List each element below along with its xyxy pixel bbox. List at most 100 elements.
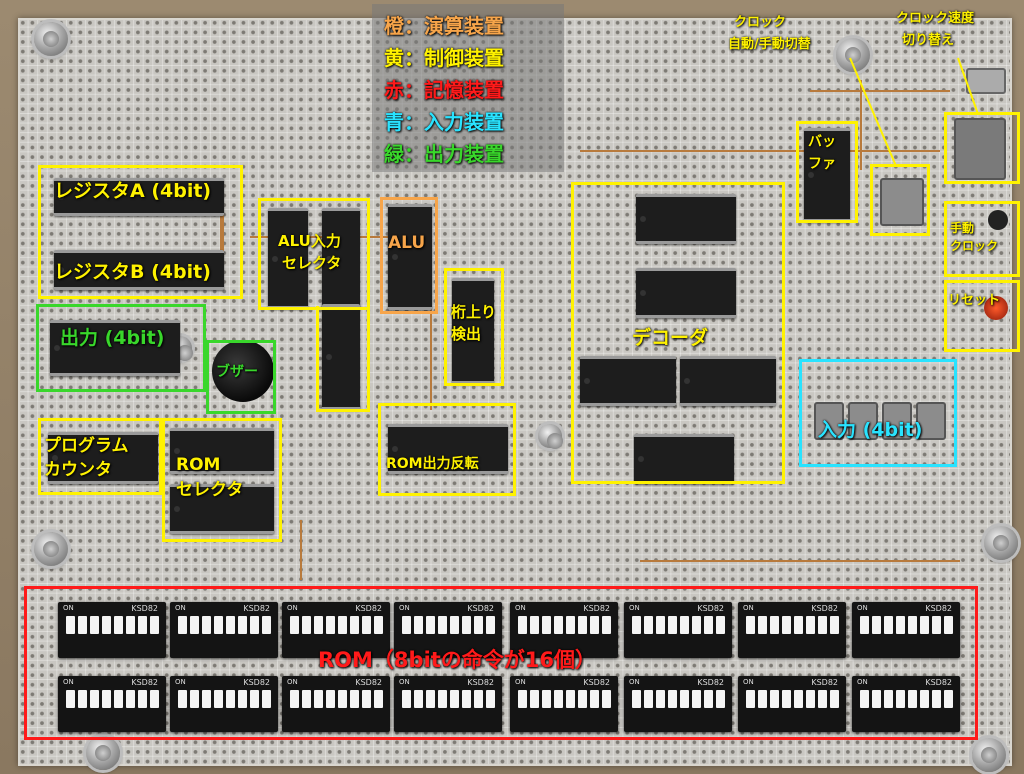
dip-toggle[interactable] [656, 616, 665, 634]
dip-toggle[interactable] [518, 690, 527, 708]
dip-toggle[interactable] [644, 616, 653, 634]
dip-toggle[interactable] [518, 616, 527, 634]
dip-toggle[interactable] [530, 616, 539, 634]
dip-toggle[interactable] [818, 690, 827, 708]
dip-toggle[interactable] [692, 690, 701, 708]
dip-toggle[interactable] [680, 690, 689, 708]
dip-toggle[interactable] [920, 616, 929, 634]
dip-toggle[interactable] [884, 616, 893, 634]
dip-toggle[interactable] [178, 690, 187, 708]
dip-toggle[interactable] [414, 616, 423, 634]
dip-toggle[interactable] [262, 690, 271, 708]
dip-toggle[interactable] [66, 690, 75, 708]
dip-toggle[interactable] [632, 690, 641, 708]
dip-toggle[interactable] [474, 690, 483, 708]
dip-toggle[interactable] [806, 690, 815, 708]
dip-toggle[interactable] [920, 690, 929, 708]
dip-toggle[interactable] [102, 616, 111, 634]
dip-toggle[interactable] [290, 616, 299, 634]
dip-toggle[interactable] [90, 690, 99, 708]
dip-toggle[interactable] [704, 690, 713, 708]
dip-toggle[interactable] [554, 690, 563, 708]
dip-toggle[interactable] [402, 616, 411, 634]
dip-toggle[interactable] [126, 616, 135, 634]
dip-toggle[interactable] [438, 616, 447, 634]
dip-toggle[interactable] [566, 616, 575, 634]
dip-toggle[interactable] [150, 616, 159, 634]
clock-mode-switch[interactable] [880, 178, 924, 226]
dip-toggle[interactable] [126, 690, 135, 708]
dip-toggle[interactable] [704, 616, 713, 634]
dip-toggle[interactable] [226, 616, 235, 634]
dip-toggle[interactable] [474, 616, 483, 634]
dip-toggle[interactable] [338, 690, 347, 708]
dip-toggle[interactable] [102, 690, 111, 708]
dip-toggle[interactable] [262, 616, 271, 634]
dip-toggle[interactable] [250, 616, 259, 634]
dip-toggle[interactable] [190, 690, 199, 708]
manual-clock-button[interactable] [988, 210, 1008, 230]
input-switch-1[interactable] [814, 402, 844, 440]
dip-toggle[interactable] [860, 690, 869, 708]
dip-toggle[interactable] [150, 690, 159, 708]
clock-speed-switch[interactable] [954, 118, 1006, 180]
dip-toggle[interactable] [860, 616, 869, 634]
dip-toggle[interactable] [326, 690, 335, 708]
dip-toggle[interactable] [202, 690, 211, 708]
dip-toggle[interactable] [542, 690, 551, 708]
dip-toggle[interactable] [716, 616, 725, 634]
dip-toggle[interactable] [602, 690, 611, 708]
dip-toggle[interactable] [214, 616, 223, 634]
dip-toggle[interactable] [66, 616, 75, 634]
dip-toggle[interactable] [178, 616, 187, 634]
dip-toggle[interactable] [338, 616, 347, 634]
dip-toggle[interactable] [374, 616, 383, 634]
dip-toggle[interactable] [374, 690, 383, 708]
dip-toggle[interactable] [542, 616, 551, 634]
dip-toggle[interactable] [758, 616, 767, 634]
dip-toggle[interactable] [214, 690, 223, 708]
input-switch-4[interactable] [916, 402, 946, 440]
dip-toggle[interactable] [426, 690, 435, 708]
dip-toggle[interactable] [414, 690, 423, 708]
dip-toggle[interactable] [238, 690, 247, 708]
dip-toggle[interactable] [438, 690, 447, 708]
dip-toggle[interactable] [590, 616, 599, 634]
dip-toggle[interactable] [830, 616, 839, 634]
dip-toggle[interactable] [226, 690, 235, 708]
dip-toggle[interactable] [668, 616, 677, 634]
input-switch-3[interactable] [882, 402, 912, 440]
dip-toggle[interactable] [908, 690, 917, 708]
dip-toggle[interactable] [680, 616, 689, 634]
dip-toggle[interactable] [302, 616, 311, 634]
dip-toggle[interactable] [190, 616, 199, 634]
dip-toggle[interactable] [250, 690, 259, 708]
dip-toggle[interactable] [656, 690, 665, 708]
dip-toggle[interactable] [566, 690, 575, 708]
dip-toggle[interactable] [350, 690, 359, 708]
dip-toggle[interactable] [138, 616, 147, 634]
dip-toggle[interactable] [202, 616, 211, 634]
dip-toggle[interactable] [782, 690, 791, 708]
dip-toggle[interactable] [402, 690, 411, 708]
dip-toggle[interactable] [590, 690, 599, 708]
dip-toggle[interactable] [872, 616, 881, 634]
dip-toggle[interactable] [896, 690, 905, 708]
dip-toggle[interactable] [238, 616, 247, 634]
dip-toggle[interactable] [138, 690, 147, 708]
dip-toggle[interactable] [350, 616, 359, 634]
dip-toggle[interactable] [944, 690, 953, 708]
